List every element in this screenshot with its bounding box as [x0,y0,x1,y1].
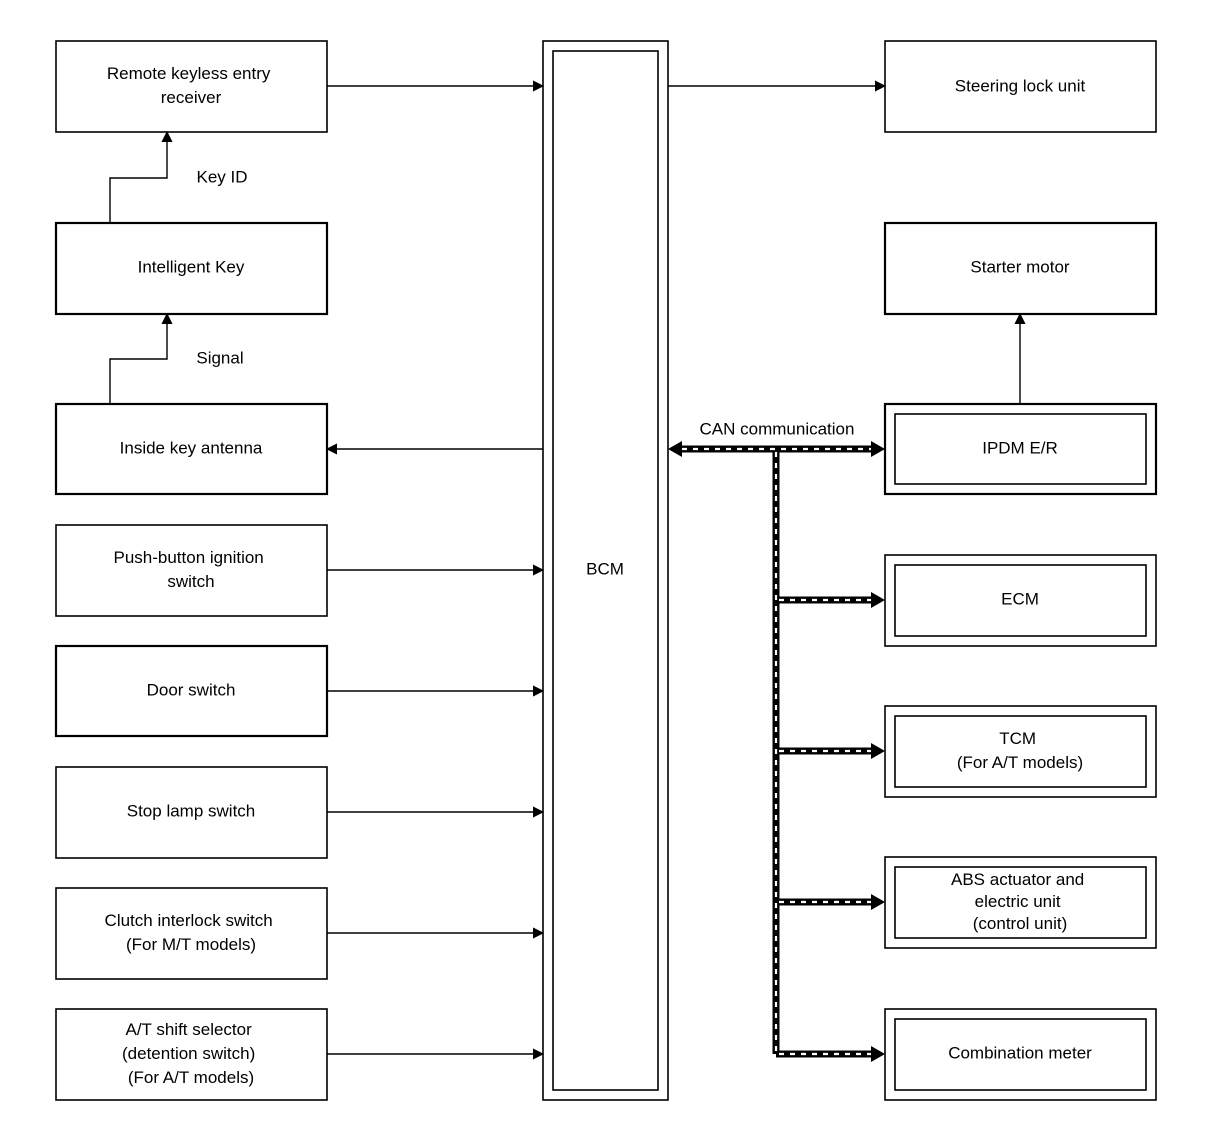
can-arrowhead-abs [871,894,885,910]
door-switch-label: Door switch [147,680,236,699]
can-arrowhead-bcm [668,441,682,457]
stop-lamp-switch-label: Stop lamp switch [127,801,256,820]
key-id-label: Key ID [196,167,247,186]
ipdm-er-box: IPDM E/R [883,402,1158,496]
combination-meter-box: Combination meter [884,1008,1157,1101]
at-shift-selector-box: A/T shift selector (detention switch) (F… [55,1008,328,1101]
inside-key-antenna-box: Inside key antenna [54,402,329,496]
ecm-box: ECM [884,554,1157,647]
starter-motor-box: Starter motor [883,221,1158,316]
steering-lock-label: Steering lock unit [955,76,1086,95]
bcm-box: BCM [542,40,669,1101]
combination-meter-label: Combination meter [948,1043,1092,1062]
ecm-label: ECM [1001,589,1039,608]
arrow-key-to-receiver [109,130,173,223]
at-shift-selector-label: A/T shift selector (detention switch) (F… [122,1020,260,1087]
can-communication-label: CAN communication [700,419,855,438]
arrow-antenna-to-key [109,312,173,404]
can-arrowhead-meter [871,1046,885,1062]
clutch-interlock-label: Clutch interlock switch (For M/T models) [105,911,278,954]
inside-key-antenna-label: Inside key antenna [120,438,263,457]
stop-lamp-switch-box: Stop lamp switch [55,766,328,859]
can-arrowhead-tcm [871,743,885,759]
starter-motor-label: Starter motor [970,257,1070,276]
can-bus [668,441,885,1062]
can-arrowhead-ipdm [871,441,885,457]
tcm-box: TCM (For A/T models) [884,705,1157,798]
door-switch-box: Door switch [54,644,329,738]
bcm-label: BCM [586,559,624,578]
abs-label: ABS actuator and electric unit (control … [951,870,1089,933]
intelligent-key-label: Intelligent Key [138,257,245,276]
signal-label: Signal [196,348,243,367]
clutch-interlock-switch-box: Clutch interlock switch (For M/T models) [55,887,328,980]
abs-actuator-box: ABS actuator and electric unit (control … [884,856,1157,949]
remote-keyless-label: Remote keyless entry receiver [107,64,275,107]
ipdm-label: IPDM E/R [982,438,1058,457]
push-button-label: Push-button ignition switch [113,548,268,591]
push-button-ignition-switch-box: Push-button ignition switch [55,524,328,617]
steering-lock-unit-box: Steering lock unit [884,40,1157,133]
intelligent-key-box: Intelligent Key [54,221,329,316]
tcm-label: TCM (For A/T models) [957,729,1083,772]
can-arrowhead-ecm [871,592,885,608]
remote-keyless-entry-receiver-box: Remote keyless entry receiver [55,40,328,133]
